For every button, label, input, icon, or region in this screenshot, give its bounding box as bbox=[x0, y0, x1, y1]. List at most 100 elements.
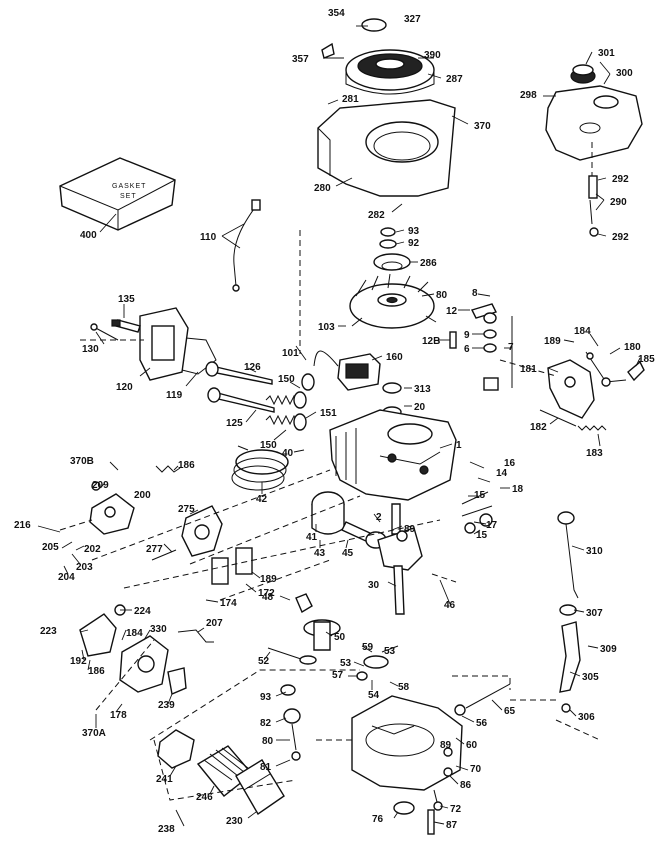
label-230: 230 bbox=[226, 816, 243, 827]
label-126: 126 bbox=[244, 362, 261, 373]
bolt-130 bbox=[90, 323, 119, 341]
bolt-52 bbox=[267, 647, 317, 665]
spring-186 bbox=[155, 465, 181, 473]
label-135: 135 bbox=[118, 294, 135, 305]
valve-springs bbox=[265, 373, 315, 431]
label-181: 181 bbox=[520, 364, 537, 375]
label-45: 45 bbox=[342, 548, 354, 559]
control-bracket bbox=[547, 351, 645, 419]
label-281: 281 bbox=[342, 94, 359, 105]
label-52: 52 bbox=[258, 656, 270, 667]
piston-rings bbox=[231, 445, 289, 491]
label-185: 185 bbox=[638, 354, 655, 365]
label-207: 207 bbox=[206, 618, 223, 629]
label-184-low: 184 bbox=[126, 628, 143, 639]
label-89: 89 bbox=[404, 524, 416, 535]
label-305: 305 bbox=[582, 672, 599, 683]
label-119: 119 bbox=[166, 390, 183, 401]
valve-tappets bbox=[461, 491, 493, 534]
label-14: 14 bbox=[496, 468, 508, 479]
label-330: 330 bbox=[150, 624, 167, 635]
label-92: 92 bbox=[408, 238, 420, 249]
label-56: 56 bbox=[476, 718, 488, 729]
cylinder-block bbox=[329, 409, 457, 501]
label-6: 6 bbox=[464, 344, 470, 355]
label-160: 160 bbox=[386, 352, 403, 363]
label-42: 42 bbox=[256, 494, 268, 505]
label-192: 192 bbox=[70, 656, 87, 667]
label-54: 54 bbox=[368, 690, 380, 701]
label-203: 203 bbox=[76, 562, 93, 573]
label-354: 354 bbox=[328, 8, 345, 19]
label-7: 7 bbox=[508, 342, 514, 353]
air-filter-base bbox=[157, 729, 195, 769]
label-400: 400 bbox=[80, 230, 97, 241]
label-390: 390 bbox=[424, 50, 441, 61]
label-183: 183 bbox=[586, 448, 603, 459]
label-205: 205 bbox=[42, 542, 59, 553]
label-1: 1 bbox=[456, 440, 462, 451]
label-150-top: 150 bbox=[278, 374, 295, 385]
fuel-tank bbox=[545, 64, 643, 161]
label-174: 174 bbox=[220, 598, 237, 609]
label-224: 224 bbox=[134, 606, 151, 617]
label-101: 101 bbox=[282, 348, 299, 359]
label-93-top: 93 bbox=[408, 226, 420, 237]
leader-lines bbox=[37, 25, 641, 827]
label-15-low: 15 bbox=[476, 530, 488, 541]
label-120: 120 bbox=[116, 382, 133, 393]
valves bbox=[205, 361, 275, 413]
piston bbox=[311, 491, 345, 535]
label-41: 41 bbox=[306, 532, 318, 543]
label-89-sump: 89 bbox=[440, 740, 452, 751]
label-209: 209 bbox=[92, 480, 109, 491]
label-290-tank: 290 bbox=[610, 197, 627, 208]
label-43: 43 bbox=[314, 548, 326, 559]
label-9: 9 bbox=[464, 330, 470, 341]
label-202: 202 bbox=[84, 544, 101, 555]
label-130: 130 bbox=[82, 344, 99, 355]
label-87: 87 bbox=[446, 820, 458, 831]
label-151: 151 bbox=[320, 408, 337, 419]
label-59: 59 bbox=[362, 642, 374, 653]
blower-housing bbox=[317, 99, 456, 197]
gasket-set-text-1: GASKET bbox=[112, 183, 146, 190]
label-20: 20 bbox=[414, 402, 426, 413]
label-81: 81 bbox=[260, 762, 272, 773]
label-76: 76 bbox=[372, 814, 384, 825]
label-200: 200 bbox=[134, 490, 151, 501]
bolts-72-87 bbox=[427, 789, 443, 835]
label-30: 30 bbox=[368, 580, 380, 591]
ignition-armature bbox=[313, 350, 381, 391]
label-370b: 370B bbox=[70, 456, 94, 467]
flywheel bbox=[349, 273, 437, 329]
label-292-b: 292 bbox=[612, 232, 629, 243]
label-287: 287 bbox=[446, 74, 463, 85]
label-282-top: 282 bbox=[368, 210, 385, 221]
label-40: 40 bbox=[282, 448, 294, 459]
label-216: 216 bbox=[14, 520, 31, 531]
starter-cap bbox=[361, 18, 387, 32]
callout-labels: 354 327 357 390 287 301 300 298 281 370 … bbox=[14, 8, 655, 835]
label-307: 307 bbox=[586, 608, 603, 619]
governor-plate-200 bbox=[89, 481, 135, 535]
label-327: 327 bbox=[404, 14, 421, 25]
label-70: 70 bbox=[470, 764, 482, 775]
label-2: 2 bbox=[376, 512, 382, 523]
sump-base bbox=[351, 695, 463, 791]
starter-cup-286 bbox=[373, 253, 411, 271]
label-313: 313 bbox=[414, 384, 431, 395]
label-310: 310 bbox=[586, 546, 603, 557]
label-16: 16 bbox=[504, 458, 516, 469]
label-275: 275 bbox=[178, 504, 195, 515]
governor-parts-right bbox=[449, 303, 513, 391]
label-292-a: 292 bbox=[612, 174, 629, 185]
label-72: 72 bbox=[450, 804, 462, 815]
label-306: 306 bbox=[578, 712, 595, 723]
carburetor bbox=[79, 604, 187, 695]
label-86: 86 bbox=[460, 780, 472, 791]
assembly-lines bbox=[59, 142, 601, 801]
crankshaft bbox=[377, 503, 423, 615]
muffler bbox=[151, 505, 223, 561]
